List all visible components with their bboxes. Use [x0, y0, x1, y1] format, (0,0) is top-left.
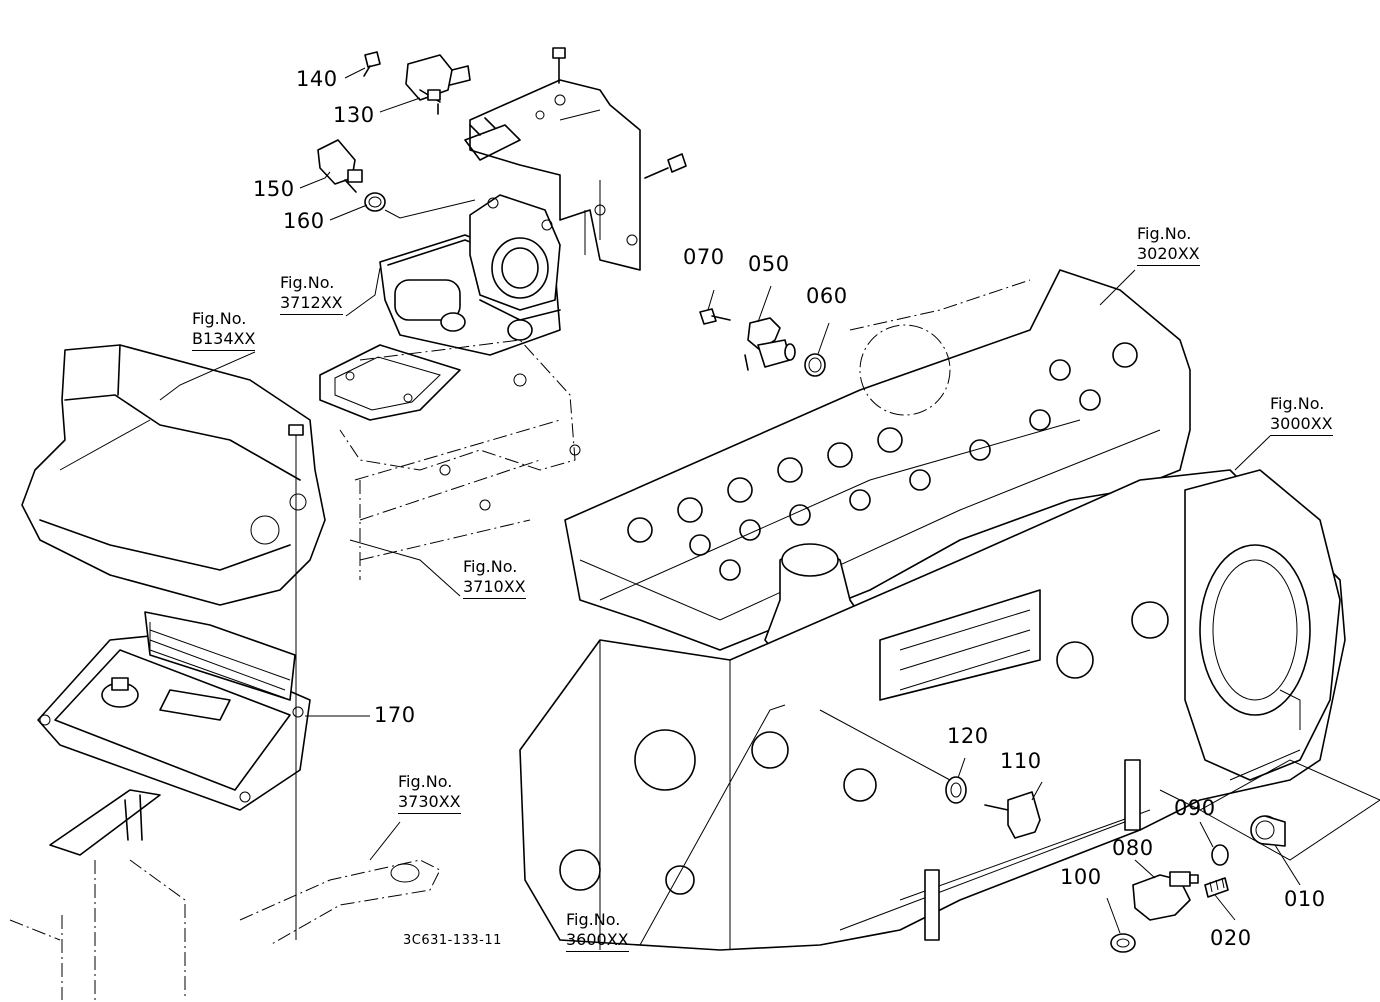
fig-ref-3712: Fig.No. 3712XX	[280, 273, 343, 315]
part-label-100: 100	[1060, 865, 1102, 889]
fig-ref-number: 3710XX	[463, 577, 526, 599]
fig-ref-prefix: Fig.No.	[280, 273, 335, 292]
leader-lines	[159, 67, 1301, 946]
o-ring-090	[1211, 844, 1229, 866]
engine-cover	[21, 344, 326, 606]
screw-140	[363, 51, 381, 77]
part-label-170: 170	[374, 703, 416, 727]
washer-120	[945, 776, 967, 804]
sensor-050	[744, 317, 796, 371]
part-label-110: 110	[1000, 749, 1042, 773]
fig-ref-3600: Fig.No. 3600XX	[566, 910, 629, 952]
fig-ref-prefix: Fig.No.	[463, 557, 518, 576]
fig-ref-prefix: Fig.No.	[566, 910, 621, 929]
part-label-130: 130	[333, 103, 375, 127]
fig-ref-number: 3712XX	[280, 293, 343, 315]
sensor-150	[317, 139, 363, 193]
fig-ref-3710: Fig.No. 3710XX	[463, 557, 526, 599]
engine-block	[519, 269, 1346, 951]
part-label-120: 120	[947, 724, 989, 748]
sensor-110	[984, 791, 1041, 839]
fig-ref-prefix: Fig.No.	[1137, 224, 1192, 243]
ecu-170	[37, 611, 311, 811]
egr-valve-assembly	[319, 47, 687, 580]
fig-ref-3000: Fig.No. 3000XX	[1270, 394, 1333, 436]
fig-ref-prefix: Fig.No.	[1270, 394, 1325, 413]
o-ring-060	[804, 353, 826, 377]
sensor-080	[1132, 871, 1199, 921]
lower-bracket	[9, 789, 441, 1000]
nut-100	[1110, 933, 1136, 953]
fig-ref-3020: Fig.No. 3020XX	[1137, 224, 1200, 266]
part-label-090: 090	[1174, 796, 1216, 820]
screw-070	[699, 308, 731, 325]
sensor-130	[405, 54, 471, 115]
fig-ref-number: 3730XX	[398, 792, 461, 814]
part-label-150: 150	[253, 177, 295, 201]
o-ring-160	[364, 192, 386, 212]
bolt-020	[1204, 877, 1229, 898]
part-label-020: 020	[1210, 926, 1252, 950]
part-label-080: 080	[1112, 836, 1154, 860]
fig-ref-3730: Fig.No. 3730XX	[398, 772, 461, 814]
fig-ref-number: 3020XX	[1137, 244, 1200, 266]
part-label-010: 010	[1284, 887, 1326, 911]
fig-ref-prefix: Fig.No.	[398, 772, 453, 791]
part-label-050: 050	[748, 252, 790, 276]
fig-ref-prefix: Fig.No.	[192, 309, 247, 328]
fig-ref-b134: Fig.No. B134XX	[192, 309, 256, 351]
part-label-070: 070	[683, 245, 725, 269]
part-label-160: 160	[283, 209, 325, 233]
fig-ref-number: 3000XX	[1270, 414, 1333, 436]
part-label-140: 140	[296, 67, 338, 91]
drawing-code: 3C631-133-11	[403, 933, 502, 948]
fig-ref-number: 3600XX	[566, 930, 629, 952]
fig-ref-number: B134XX	[192, 329, 256, 351]
part-label-060: 060	[806, 284, 848, 308]
